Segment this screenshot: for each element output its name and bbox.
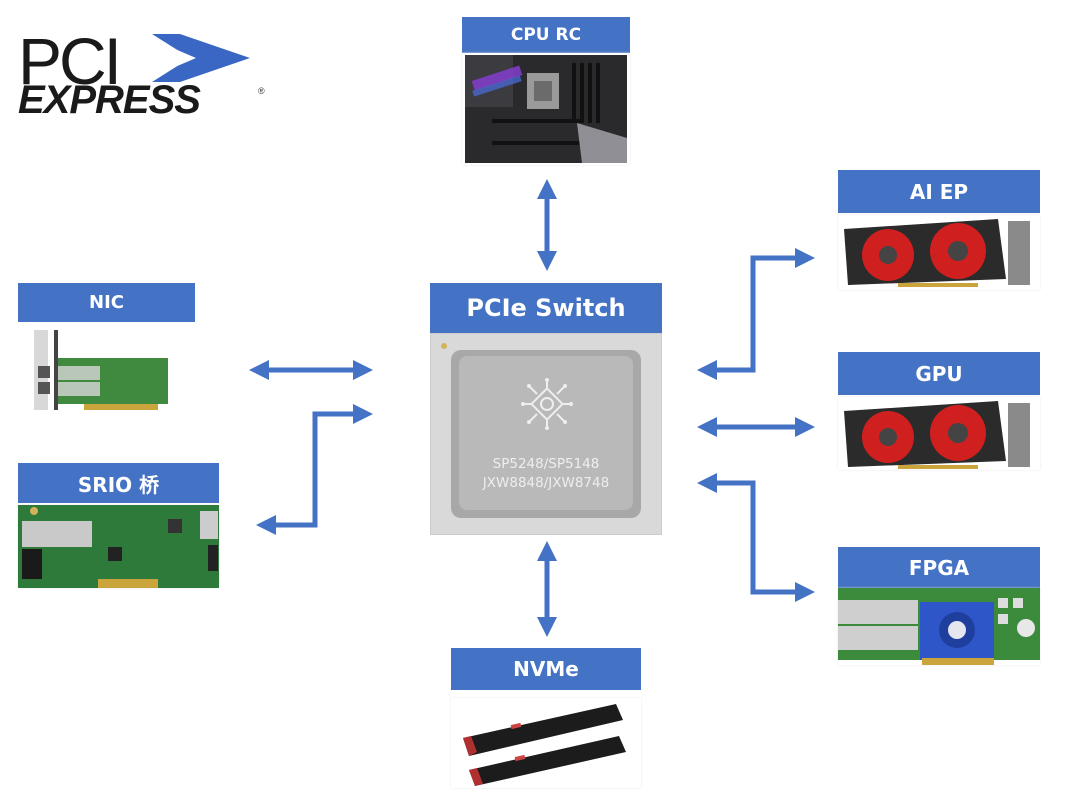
logo-chevron-icon	[152, 34, 250, 82]
ai-ep-label: AI EP	[838, 170, 1040, 213]
nvme-label: NVMe	[451, 648, 641, 690]
srio-label: SRIO 桥	[18, 463, 219, 503]
fpga-card-image	[838, 588, 1040, 665]
chip-circuit-icon	[521, 378, 573, 430]
logo-pci-text: PCI	[18, 24, 122, 98]
gpu-card-image	[838, 397, 1040, 470]
chip-model-line2: JXW8848/JXW8748	[482, 475, 610, 491]
srio-board-image	[18, 505, 219, 588]
motherboard-image	[462, 53, 630, 165]
pin1-marker	[441, 343, 447, 349]
chip-model-line1: SP5248/SP5148	[492, 456, 600, 472]
pcie-switch-label: PCIe Switch	[430, 283, 662, 333]
gpu-label: GPU	[838, 352, 1040, 395]
logo-express-text: EXPRESS	[18, 78, 201, 122]
cpu-rc-label: CPU RC	[462, 17, 630, 53]
graphics-card-icon	[844, 401, 1030, 469]
logo-registered-mark: ®	[258, 86, 265, 96]
nic-label: NIC	[18, 283, 195, 322]
ai-ep-card-image	[838, 215, 1040, 290]
switch-chip-image: SP5248/SP5148 JXW8848/JXW8748	[430, 333, 662, 535]
fpga-label: FPGA	[838, 547, 1040, 588]
arrow-ai-ep	[697, 248, 815, 380]
arrow-srio	[256, 404, 373, 535]
arrow-fpga	[697, 473, 815, 602]
graphics-card-icon	[844, 219, 1030, 287]
nvme-ssd-image	[451, 698, 641, 788]
nic-card-image	[18, 330, 195, 410]
